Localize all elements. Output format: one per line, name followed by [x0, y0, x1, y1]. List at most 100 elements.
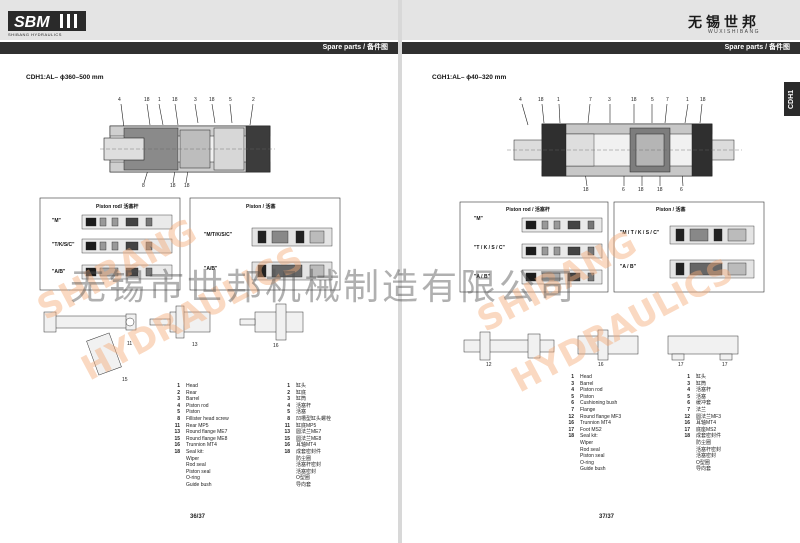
part-name-cn: 活塞: [296, 409, 307, 416]
brand-name: SHIBANG HYDRAULICS: [8, 32, 62, 37]
seal-kit-item-cn: 导向套: [296, 481, 312, 488]
part-number: 3: [287, 396, 290, 403]
callout: 4: [118, 97, 121, 103]
part-number: 5: [687, 393, 690, 400]
seal-row-label: "M": [52, 218, 61, 224]
seal-kit-item-cn: 活塞杆密封: [296, 462, 322, 469]
part-name-en: Piston: [580, 393, 594, 400]
seal-row-label: "M": [474, 216, 483, 222]
seal-kit-item-en: Rod seal: [580, 446, 600, 453]
seal-kit-item-cn: 防尘圈: [296, 455, 312, 462]
seal-row-label: "T / K / S / C": [474, 245, 505, 251]
shibang-logo: SBM: [8, 11, 86, 31]
part-name-en: Foot MS2: [580, 426, 602, 433]
part-number: 4: [687, 387, 690, 394]
piston-rod-box-title: Piston rod/ 活塞杆: [96, 204, 139, 210]
part-number: 4: [177, 402, 180, 409]
part-number: 7: [687, 406, 690, 413]
part-number: 18: [684, 433, 690, 440]
mount-label: 13: [192, 342, 198, 348]
right-page-number: 37/37: [599, 514, 615, 520]
part-number: 7: [571, 406, 574, 413]
part-row-cn: 1 缸头: [276, 383, 331, 390]
seal-kit-item-cn: O型圈: [296, 475, 310, 482]
part-number: 17: [684, 426, 690, 433]
mount-label: 12: [486, 362, 492, 368]
part-number: 4: [287, 402, 290, 409]
part-number: 1: [287, 383, 290, 389]
part-name-en: Seal kit:: [580, 433, 598, 440]
part-number: 5: [177, 409, 180, 416]
part-number: 6: [687, 400, 690, 407]
part-name-en: Rear MP5: [186, 422, 209, 429]
part-number: 6: [571, 400, 574, 407]
seal-kit-item-cn: 活塞杆密封: [696, 446, 722, 453]
seal-kit-item-cn: 防尘圈: [696, 439, 712, 446]
callout: 3: [608, 97, 611, 103]
part-number: 16: [568, 420, 574, 427]
part-name-cn: 缸筒: [296, 396, 307, 403]
callout: 18: [657, 187, 663, 193]
seal-kit-item-en: Piston seal: [580, 453, 605, 460]
callout: 1: [557, 97, 560, 103]
part-name-en: Flange: [580, 406, 596, 413]
seal-kit-item-cn: 活塞密封: [296, 468, 317, 475]
seal-row-label: "T/K/S/C": [52, 242, 75, 248]
right-page: 无锡世邦 WUXISHIBANG Spare parts / 备件图 CDH1 …: [402, 0, 800, 543]
piston-row-label: "M/T/K/S/C": [204, 232, 233, 238]
part-number: 3: [177, 396, 180, 403]
callout: 3: [194, 97, 197, 103]
mount-label: 11: [127, 341, 133, 347]
part-name-en: Head: [186, 383, 198, 389]
part-number: 2: [177, 389, 180, 396]
piston-row-label: "A / B": [620, 264, 636, 270]
callout: 18: [209, 97, 215, 103]
callout: 6: [680, 187, 683, 193]
part-name-en: Head: [580, 374, 592, 380]
part-number: 12: [684, 413, 690, 420]
seal-kit-item-en: Wiper: [580, 439, 594, 446]
part-name-cn: 缸头: [296, 383, 307, 389]
callout: 4: [519, 97, 522, 103]
part-name-en: Round flange ME8: [186, 435, 228, 442]
callout: 18: [172, 97, 178, 103]
seal-kit-item-en: Wiper: [186, 455, 200, 462]
part-name-en: Round flange ME7: [186, 429, 228, 436]
part-number: 18: [174, 448, 180, 455]
part-number: 5: [571, 393, 574, 400]
seal-kit-item-en: O-ring: [580, 459, 594, 466]
part-number: 18: [568, 433, 574, 440]
part-name-cn: 缸筒: [696, 380, 707, 387]
seal-kit-item-en: Rod seal: [186, 462, 206, 469]
part-name-cn: 缓冲套: [696, 400, 712, 407]
part-name-cn: 缸头: [696, 374, 707, 380]
part-name-cn: 圆法兰ME7: [296, 429, 322, 436]
seal-kit-item-cn: 导向套: [696, 466, 712, 473]
part-name-cn: 圆法兰ME8: [296, 435, 322, 442]
svg-text:SBM: SBM: [14, 14, 50, 31]
left-page-number: 36/37: [190, 514, 206, 520]
seal-kit-item-cn: 活塞密封: [696, 453, 717, 460]
callout: 18: [170, 183, 176, 189]
part-name-cn: 活塞杆: [696, 387, 712, 394]
piston-row-label: "A/B": [204, 266, 218, 272]
part-row: 18 Seal kit:: [560, 433, 621, 440]
